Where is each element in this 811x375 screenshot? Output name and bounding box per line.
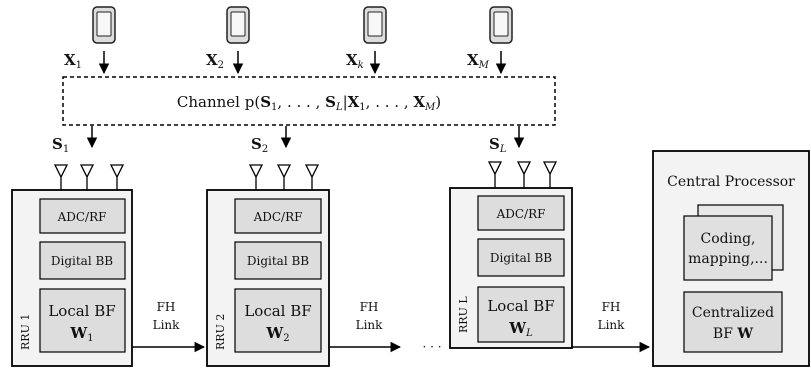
local-bf-title: Local BF bbox=[487, 297, 554, 315]
local-bf-weight: W1 bbox=[69, 324, 93, 344]
digital-bb-label: Digital BB bbox=[51, 254, 113, 268]
phone-icon bbox=[226, 6, 250, 44]
central-processor-title: Central Processor bbox=[667, 174, 795, 190]
user-device-m: XM bbox=[467, 6, 513, 75]
link-label: Link bbox=[153, 318, 181, 332]
digital-bb-block bbox=[39, 241, 126, 280]
user-device-2: X2 bbox=[206, 6, 250, 75]
user-device-k: Xk bbox=[346, 6, 387, 75]
digital-bb-block bbox=[234, 241, 322, 280]
user-device-1: X1 bbox=[64, 6, 116, 75]
signal-label: SL bbox=[489, 135, 507, 155]
fh-label: FH bbox=[602, 300, 621, 314]
phone-icon bbox=[489, 6, 513, 44]
central-processor: Central Processor Coding, mapping,... Ce… bbox=[652, 150, 810, 367]
adc-rf-label: ADC/RF bbox=[496, 207, 546, 221]
rru-l: RRU L ADC/RF Digital BB Local BF WL bbox=[449, 161, 573, 349]
rru-name: RRU 2 bbox=[214, 314, 227, 350]
antenna-icon bbox=[248, 164, 320, 190]
antenna-icon bbox=[53, 164, 125, 190]
ellipsis: · · · bbox=[422, 340, 441, 354]
digital-bb-label: Digital BB bbox=[247, 254, 309, 268]
coding-label-2: mapping,... bbox=[688, 251, 768, 267]
signal-sl: SL bbox=[489, 126, 525, 155]
fh-label: FH bbox=[360, 300, 379, 314]
link-label: Link bbox=[598, 318, 626, 332]
phone-icon bbox=[92, 6, 116, 44]
fh-link-3: FH Link bbox=[572, 300, 651, 353]
rru-name: RRU L bbox=[457, 296, 470, 333]
phone-icon bbox=[363, 6, 387, 44]
adc-rf-block bbox=[477, 195, 565, 231]
rru-1: RRU 1 ADC/RF Digital BB Local BF W1 bbox=[11, 164, 133, 367]
coding-label-1: Coding, bbox=[700, 231, 755, 247]
antenna-icon bbox=[487, 161, 558, 188]
user-label: X2 bbox=[206, 51, 224, 71]
local-bf-block bbox=[477, 286, 565, 343]
local-bf-title: Local BF bbox=[244, 302, 311, 320]
rru-2: RRU 2 ADC/RF Digital BB Local BF W2 bbox=[206, 164, 330, 367]
user-label: XM bbox=[467, 51, 490, 71]
local-bf-weight: W2 bbox=[265, 324, 289, 344]
fh-label: FH bbox=[157, 300, 176, 314]
digital-bb-block bbox=[477, 238, 565, 277]
adc-rf-block bbox=[39, 198, 126, 234]
signal-s2: S2 bbox=[251, 126, 292, 155]
adc-rf-label: ADC/RF bbox=[57, 210, 107, 224]
adc-rf-block bbox=[234, 198, 322, 234]
local-bf-title: Local BF bbox=[48, 302, 115, 320]
adc-rf-label: ADC/RF bbox=[253, 210, 303, 224]
local-bf-weight: WL bbox=[508, 319, 533, 339]
user-label: Xk bbox=[346, 51, 364, 71]
fh-link-1: FH Link bbox=[132, 300, 206, 353]
centralized-bf-block bbox=[683, 291, 783, 353]
centralized-bf-weight: BF W bbox=[713, 326, 753, 342]
local-bf-block bbox=[234, 288, 322, 353]
signal-label: S2 bbox=[251, 135, 268, 155]
fh-link-2: FH Link bbox=[329, 300, 402, 353]
coding-block bbox=[683, 215, 773, 281]
local-bf-block bbox=[39, 288, 126, 353]
rru-name: RRU 1 bbox=[19, 314, 32, 350]
signal-s1: S1 bbox=[52, 126, 98, 155]
signal-label: S1 bbox=[52, 135, 69, 155]
user-label: X1 bbox=[64, 51, 82, 71]
channel-box: Channel p(S1, . . . , SL|X1, . . . , XM) bbox=[62, 76, 556, 126]
channel-label: Channel p(S1, . . . , SL|X1, . . . , XM) bbox=[177, 93, 441, 113]
digital-bb-label: Digital BB bbox=[490, 251, 552, 265]
centralized-bf-label: Centralized bbox=[692, 305, 774, 321]
link-label: Link bbox=[356, 318, 384, 332]
